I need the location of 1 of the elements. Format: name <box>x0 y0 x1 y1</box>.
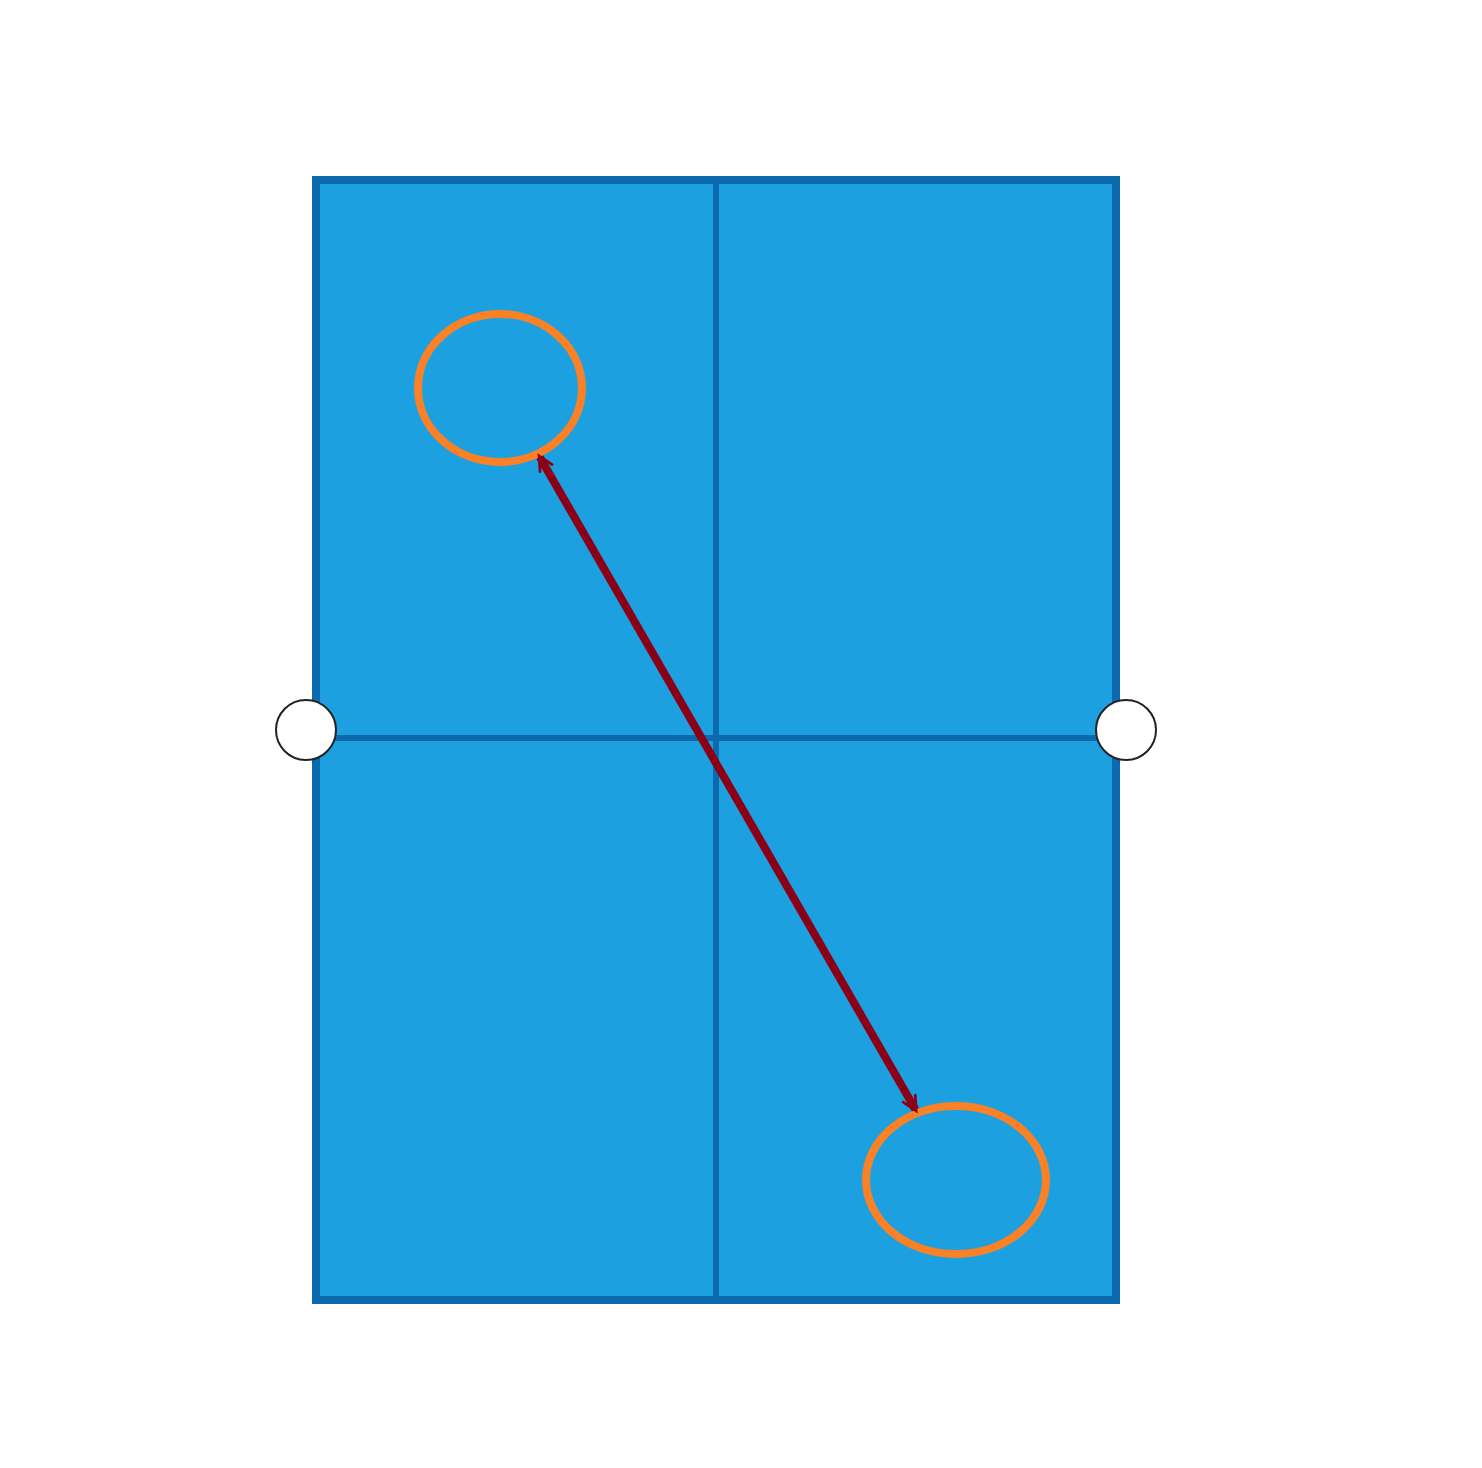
arrow <box>536 454 919 1113</box>
